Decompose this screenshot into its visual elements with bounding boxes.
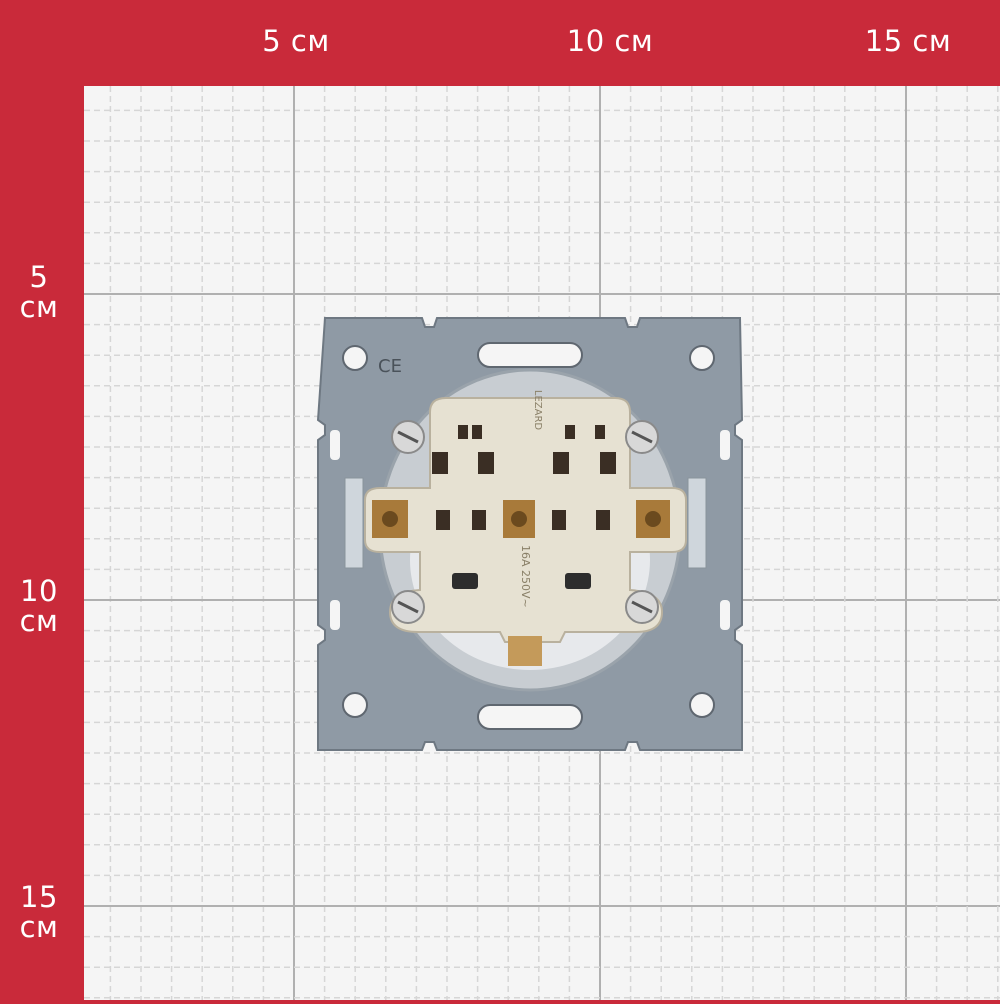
socket-mechanism: CE <box>316 317 744 751</box>
ruler-top-label-10: 10 см <box>566 24 654 58</box>
fixing-screw <box>625 590 659 624</box>
contact-spring <box>344 477 364 569</box>
grid-lines <box>84 86 1000 1000</box>
rating-marking: 16A 250V~ <box>519 545 532 608</box>
terminal-screw-left <box>372 500 408 538</box>
mounting-slot <box>720 600 730 630</box>
mounting-slot <box>477 342 583 368</box>
ce-mark: CE <box>378 356 402 377</box>
earth-strip <box>508 636 542 666</box>
contact-spring <box>687 477 707 569</box>
mounting-hole <box>689 345 715 371</box>
clamp <box>452 573 478 589</box>
fixing-screw <box>391 590 425 624</box>
ruler-top-label-5: 5 см <box>262 24 330 58</box>
mounting-slot <box>477 704 583 730</box>
ruler-left-label-10: 10 см <box>19 574 59 638</box>
clamp <box>565 573 591 589</box>
mounting-slot <box>330 430 340 460</box>
terminal-slots <box>432 425 616 530</box>
mounting-hole <box>689 692 715 718</box>
ruler-top-label-15: 15 см <box>864 24 952 58</box>
mounting-slot <box>330 600 340 630</box>
mounting-hole <box>342 692 368 718</box>
mounting-hole <box>342 345 368 371</box>
brand-marking: LEZARD <box>532 390 543 431</box>
mounting-slot <box>720 430 730 460</box>
terminal-screw-right <box>636 500 670 538</box>
fixing-screw <box>391 420 425 454</box>
ruler-left-label-5: 5 см <box>19 260 59 324</box>
terminal-screw-center <box>503 500 535 538</box>
fixing-screw <box>625 420 659 454</box>
ruler-left-label-15: 15 см <box>19 880 59 944</box>
